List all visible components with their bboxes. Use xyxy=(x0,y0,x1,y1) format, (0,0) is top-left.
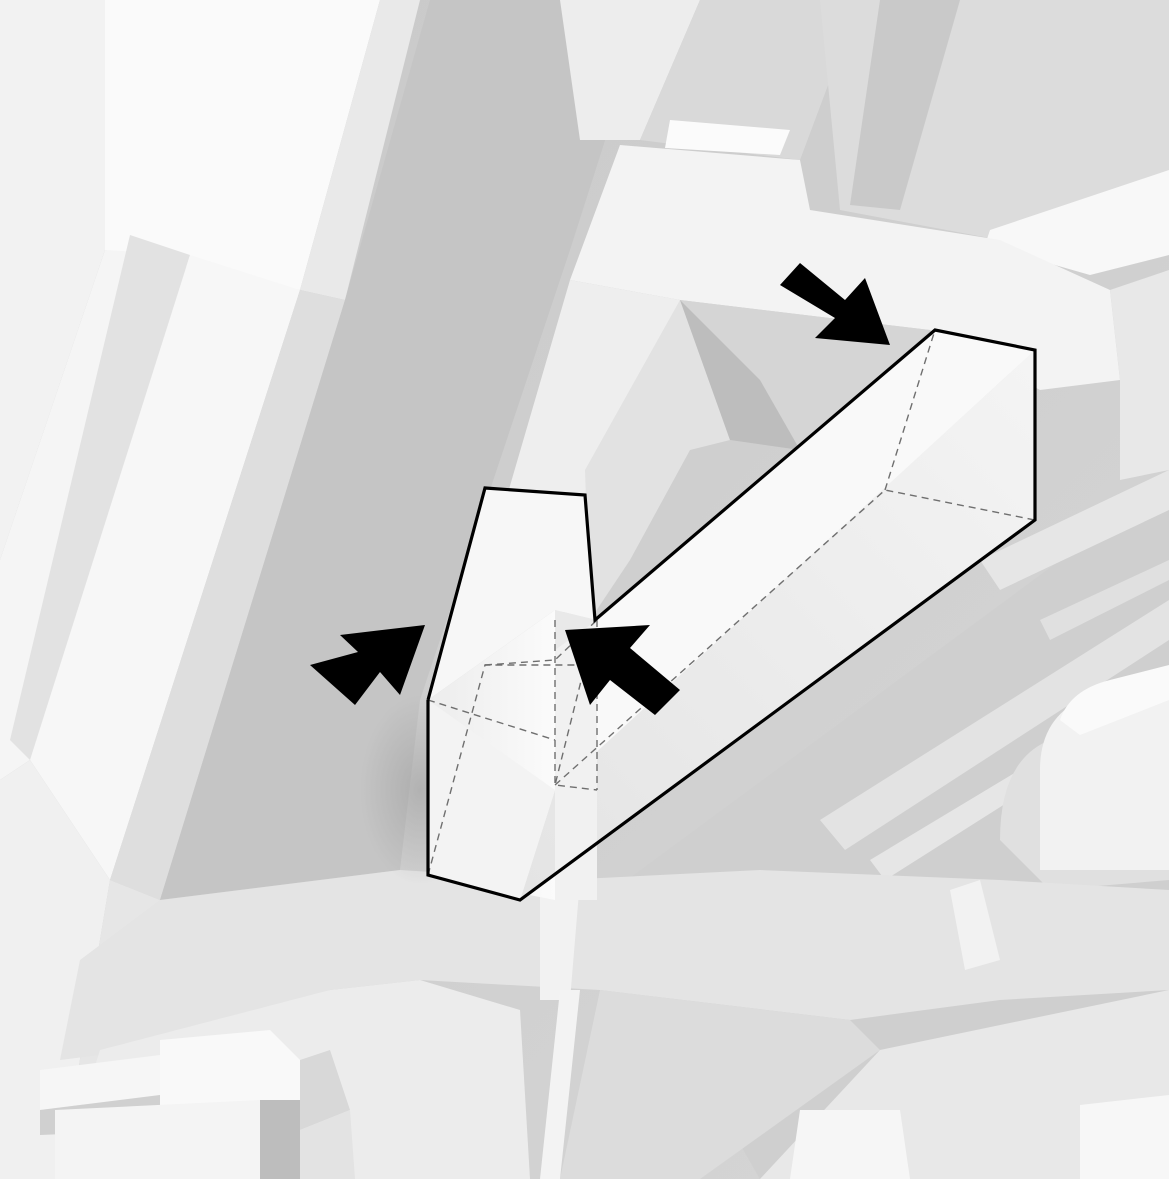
massing-diagram xyxy=(0,0,1169,1179)
